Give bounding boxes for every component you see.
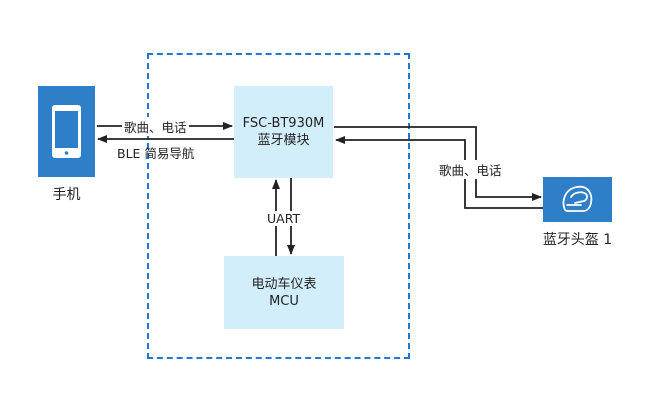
link-label-uart: UART [266, 211, 302, 226]
mcu-type: MCU [269, 293, 299, 309]
phone-node [38, 86, 95, 177]
link-label-module-helmet: 歌曲、电话 [437, 160, 504, 179]
helmet-node [543, 177, 612, 222]
bt-module-title: 蓝牙模块 [257, 133, 310, 148]
mcu-title: 电动车仪表 [251, 276, 317, 292]
smartphone-icon [52, 105, 81, 158]
link-label-module-to-phone: BLE 简易导航 [117, 146, 195, 161]
bt-module-node: FSC-BT930M 蓝牙模块 [234, 86, 333, 178]
helmet-label: 蓝牙头盔 1 [542, 232, 613, 248]
helmet-icon [562, 185, 593, 212]
bt-module-model: FSC-BT930M [242, 116, 325, 131]
mcu-node: 电动车仪表 MCU [224, 256, 344, 329]
module-boundary [147, 53, 410, 359]
phone-label: 手机 [52, 187, 81, 203]
link-label-phone-to-module: 歌曲、电话 [122, 117, 189, 136]
